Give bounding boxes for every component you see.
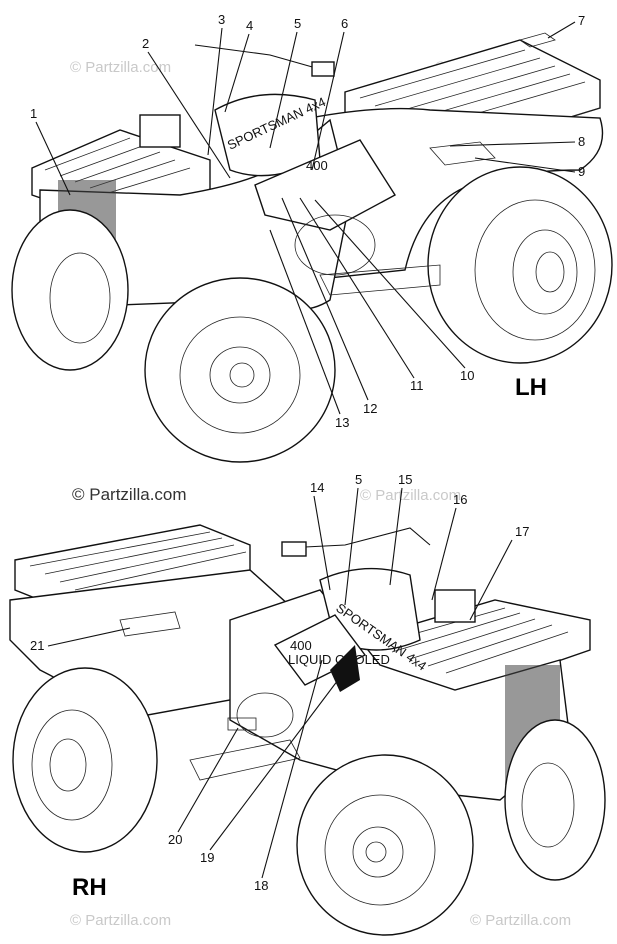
leader-line-2 bbox=[147, 51, 231, 179]
callout-6: 6 bbox=[341, 16, 348, 31]
leader-line-5 bbox=[269, 31, 298, 149]
leader-line-16 bbox=[431, 507, 457, 601]
leader-line-7 bbox=[547, 21, 576, 39]
leader-line-19 bbox=[209, 679, 339, 851]
callout-10: 10 bbox=[460, 368, 474, 383]
callout-1: 1 bbox=[30, 106, 37, 121]
leader-line-9 bbox=[474, 157, 576, 173]
front-right-wheel-rh bbox=[504, 719, 606, 881]
callout-20: 20 bbox=[168, 832, 182, 847]
leader-line-1 bbox=[35, 121, 71, 196]
engine-cover-rh bbox=[236, 692, 294, 738]
callout-19: 19 bbox=[200, 850, 214, 865]
callout-9: 9 bbox=[578, 164, 585, 179]
rear-wheel-rh bbox=[12, 667, 158, 853]
headlight-pod-lh bbox=[139, 114, 181, 148]
callout-8: 8 bbox=[578, 134, 585, 149]
callouts-rh: 14 5 15 16 17 21 20 19 18 bbox=[30, 472, 529, 893]
rear-fender-decal-lh bbox=[429, 141, 496, 166]
callout-14: 14 bbox=[310, 480, 324, 495]
badge-400-rh: 400 bbox=[290, 638, 312, 653]
front-left-wheel-rh bbox=[296, 754, 474, 936]
watermark-bottom-left: © Partzilla.com bbox=[70, 912, 171, 929]
badge-400-lh: 400 bbox=[306, 158, 328, 173]
callout-5-rh: 5 bbox=[355, 472, 362, 487]
leader-line-6 bbox=[311, 31, 345, 171]
callout-18: 18 bbox=[254, 878, 268, 893]
leader-line-4 bbox=[224, 33, 250, 113]
leader-line-3 bbox=[207, 27, 223, 156]
leader-line-18 bbox=[261, 659, 323, 879]
leader-line-17 bbox=[469, 539, 513, 621]
rear-wheel-lh bbox=[427, 166, 613, 364]
callout-16: 16 bbox=[453, 492, 467, 507]
atv-left-hand-view: SPORTSMAN 4x4 400 bbox=[11, 32, 613, 463]
leader-line-12 bbox=[281, 197, 369, 401]
leader-line-13 bbox=[269, 229, 341, 415]
atv-right-hand-view: SPORTSMAN 4x4 400 LIQUID COOLED bbox=[9, 524, 606, 936]
handlebar-rh bbox=[284, 527, 431, 549]
right-grip-lh bbox=[311, 61, 335, 77]
leader-line-5-rh bbox=[344, 487, 359, 606]
left-grip-rh bbox=[281, 541, 307, 557]
rear-fender-lh bbox=[309, 107, 604, 281]
leader-line-10 bbox=[314, 199, 466, 369]
callout-11: 11 bbox=[410, 378, 424, 393]
floorboard-rh bbox=[189, 739, 301, 781]
fuel-tank-lh bbox=[214, 93, 321, 177]
handlebar-lh bbox=[194, 44, 331, 73]
callout-12: 12 bbox=[363, 401, 377, 416]
badge-panel-rh bbox=[273, 614, 367, 686]
leader-line-20 bbox=[177, 727, 239, 833]
badge-subtext-rh: LIQUID COOLED bbox=[288, 652, 390, 667]
floorboard-lh bbox=[319, 264, 441, 296]
leader-line-8 bbox=[449, 141, 576, 147]
watermark-copyright-main: © Partzilla.com bbox=[72, 485, 187, 504]
watermark-mid-right: © Partzilla.com bbox=[360, 487, 461, 504]
callout-3: 3 bbox=[218, 12, 225, 27]
callout-17: 17 bbox=[515, 524, 529, 539]
watermark-top-left: © Partzilla.com bbox=[70, 59, 171, 76]
engine-cover-lh bbox=[294, 214, 376, 276]
callout-15: 15 bbox=[398, 472, 412, 487]
callout-13: 13 bbox=[335, 415, 349, 430]
headlight-pod-rh bbox=[434, 589, 476, 623]
callout-21: 21 bbox=[30, 638, 44, 653]
rear-fender-decal-rh bbox=[119, 611, 181, 637]
front-left-wheel-lh bbox=[11, 209, 129, 371]
callouts-lh: 1 2 3 4 5 6 7 8 9 10 11 12 13 bbox=[30, 12, 585, 430]
side-decal-panel-lh bbox=[254, 139, 396, 231]
foot-decal-rh bbox=[227, 717, 257, 731]
watermark-bottom-right: © Partzilla.com bbox=[470, 912, 571, 929]
callout-2: 2 bbox=[142, 36, 149, 51]
leader-line-14 bbox=[313, 495, 331, 591]
rack-label-lh bbox=[519, 32, 556, 48]
leader-line-15 bbox=[389, 487, 403, 586]
leader-line-11 bbox=[299, 197, 415, 379]
side-label-lh: LH bbox=[515, 374, 547, 401]
side-label-rh: RH bbox=[72, 874, 107, 901]
front-right-wheel-lh bbox=[144, 277, 336, 463]
leader-line-21 bbox=[47, 627, 131, 647]
callout-4: 4 bbox=[246, 18, 253, 33]
callout-5: 5 bbox=[294, 16, 301, 31]
callout-7: 7 bbox=[578, 13, 585, 28]
